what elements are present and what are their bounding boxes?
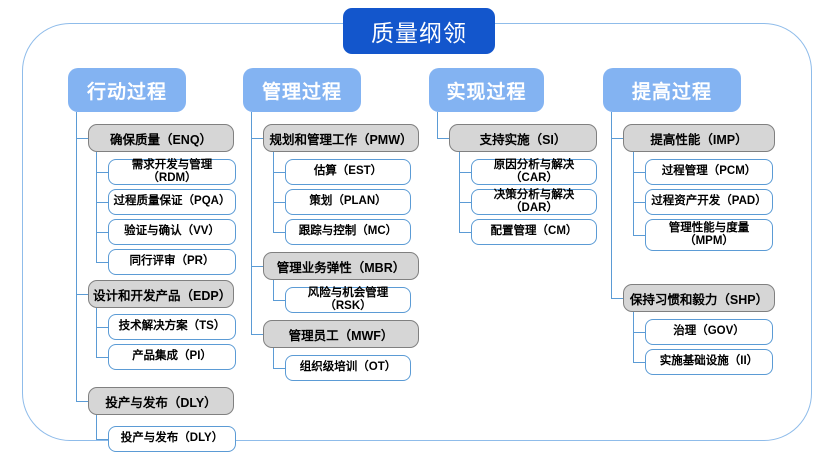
leaf-stub (96, 262, 108, 264)
group-stub (611, 138, 623, 140)
leaf-stub (633, 202, 645, 204)
group-stub (251, 266, 263, 268)
leaf-box-vv[interactable]: 验证与确认（VV） (108, 219, 236, 245)
child-trunk (96, 415, 98, 439)
leaf-stub (459, 232, 471, 234)
group-stub (251, 334, 263, 336)
child-trunk (273, 348, 275, 368)
group-box-mwf[interactable]: 管理员工（MWF） (263, 320, 419, 348)
leaf-box-car[interactable]: 原因分析与解决（CAR） (471, 159, 597, 185)
leaf-box-ii[interactable]: 实施基础设施（II） (645, 349, 773, 375)
group-stub (76, 294, 88, 296)
child-trunk (273, 152, 275, 232)
leaf-box-cm[interactable]: 配置管理（CM） (471, 219, 597, 245)
group-box-mbr[interactable]: 管理业务弹性（MBR） (263, 252, 419, 280)
leaf-stub (459, 172, 471, 174)
leaf-stub (96, 202, 108, 204)
column-header-3[interactable]: 提高过程 (603, 68, 741, 112)
group-box-si[interactable]: 支持实施（SI） (449, 124, 597, 152)
leaf-box-pr[interactable]: 同行评审（PR） (108, 249, 236, 275)
leaf-stub (273, 172, 285, 174)
column-header-2[interactable]: 实现过程 (429, 68, 544, 112)
leaf-box-dly-child[interactable]: 投产与发布（DLY） (108, 426, 236, 452)
group-stub (437, 138, 449, 140)
leaf-stub (96, 172, 108, 174)
column-trunk-0 (76, 112, 78, 401)
group-box-edp[interactable]: 设计和开发产品（EDP） (88, 280, 234, 308)
leaf-stub (273, 232, 285, 234)
leaf-stub (96, 327, 108, 329)
leaf-stub (273, 300, 285, 302)
group-stub (76, 401, 88, 403)
leaf-stub (633, 235, 645, 237)
group-box-pmw[interactable]: 规划和管理工作（PMW） (263, 124, 419, 152)
leaf-stub (633, 362, 645, 364)
child-trunk (459, 152, 461, 232)
group-box-imp[interactable]: 提高性能（IMP） (623, 124, 775, 152)
leaf-box-pcm[interactable]: 过程管理（PCM） (645, 159, 773, 185)
column-trunk-1 (251, 112, 253, 334)
column-trunk-2 (437, 112, 439, 139)
child-trunk (96, 152, 98, 262)
leaf-stub (633, 172, 645, 174)
leaf-box-pad[interactable]: 过程资产开发（PAD） (645, 189, 773, 215)
group-stub (251, 138, 263, 140)
column-header-1[interactable]: 管理过程 (243, 68, 361, 112)
leaf-box-mc[interactable]: 跟踪与控制（MC） (285, 219, 411, 245)
leaf-box-rdm[interactable]: 需求开发与管理（RDM） (108, 159, 236, 185)
leaf-stub (96, 232, 108, 234)
leaf-box-gov[interactable]: 治理（GOV） (645, 319, 773, 345)
group-stub (76, 138, 88, 140)
leaf-box-rsk[interactable]: 风险与机会管理（RSK） (285, 287, 411, 313)
leaf-stub (633, 332, 645, 334)
child-trunk (96, 308, 98, 358)
group-box-shp[interactable]: 保持习惯和毅力（SHP） (623, 284, 775, 312)
leaf-box-pqa[interactable]: 过程质量保证（PQA） (108, 189, 236, 215)
group-stub (611, 298, 623, 300)
child-trunk (633, 312, 635, 363)
leaf-box-mpm[interactable]: 管理性能与度量（MPM） (645, 219, 773, 251)
leaf-box-pi[interactable]: 产品集成（PI） (108, 344, 236, 370)
leaf-stub (273, 368, 285, 370)
leaf-stub (273, 202, 285, 204)
leaf-box-ts[interactable]: 技术解决方案（TS） (108, 314, 236, 340)
column-header-0[interactable]: 行动过程 (68, 68, 186, 112)
leaf-box-ot[interactable]: 组织级培训（OT） (285, 355, 411, 381)
column-trunk-3 (611, 112, 613, 298)
group-box-enq[interactable]: 确保质量（ENQ） (88, 124, 234, 152)
root-title: 质量纲领 (343, 8, 495, 54)
leaf-box-est[interactable]: 估算（EST） (285, 159, 411, 185)
leaf-stub (459, 202, 471, 204)
child-trunk (273, 280, 275, 300)
leaf-stub (96, 357, 108, 359)
leaf-box-plan[interactable]: 策划（PLAN） (285, 189, 411, 215)
child-trunk (633, 152, 635, 235)
leaf-stub (96, 439, 108, 441)
leaf-box-dar[interactable]: 决策分析与解决（DAR） (471, 189, 597, 215)
group-box-dly[interactable]: 投产与发布（DLY） (88, 387, 234, 415)
